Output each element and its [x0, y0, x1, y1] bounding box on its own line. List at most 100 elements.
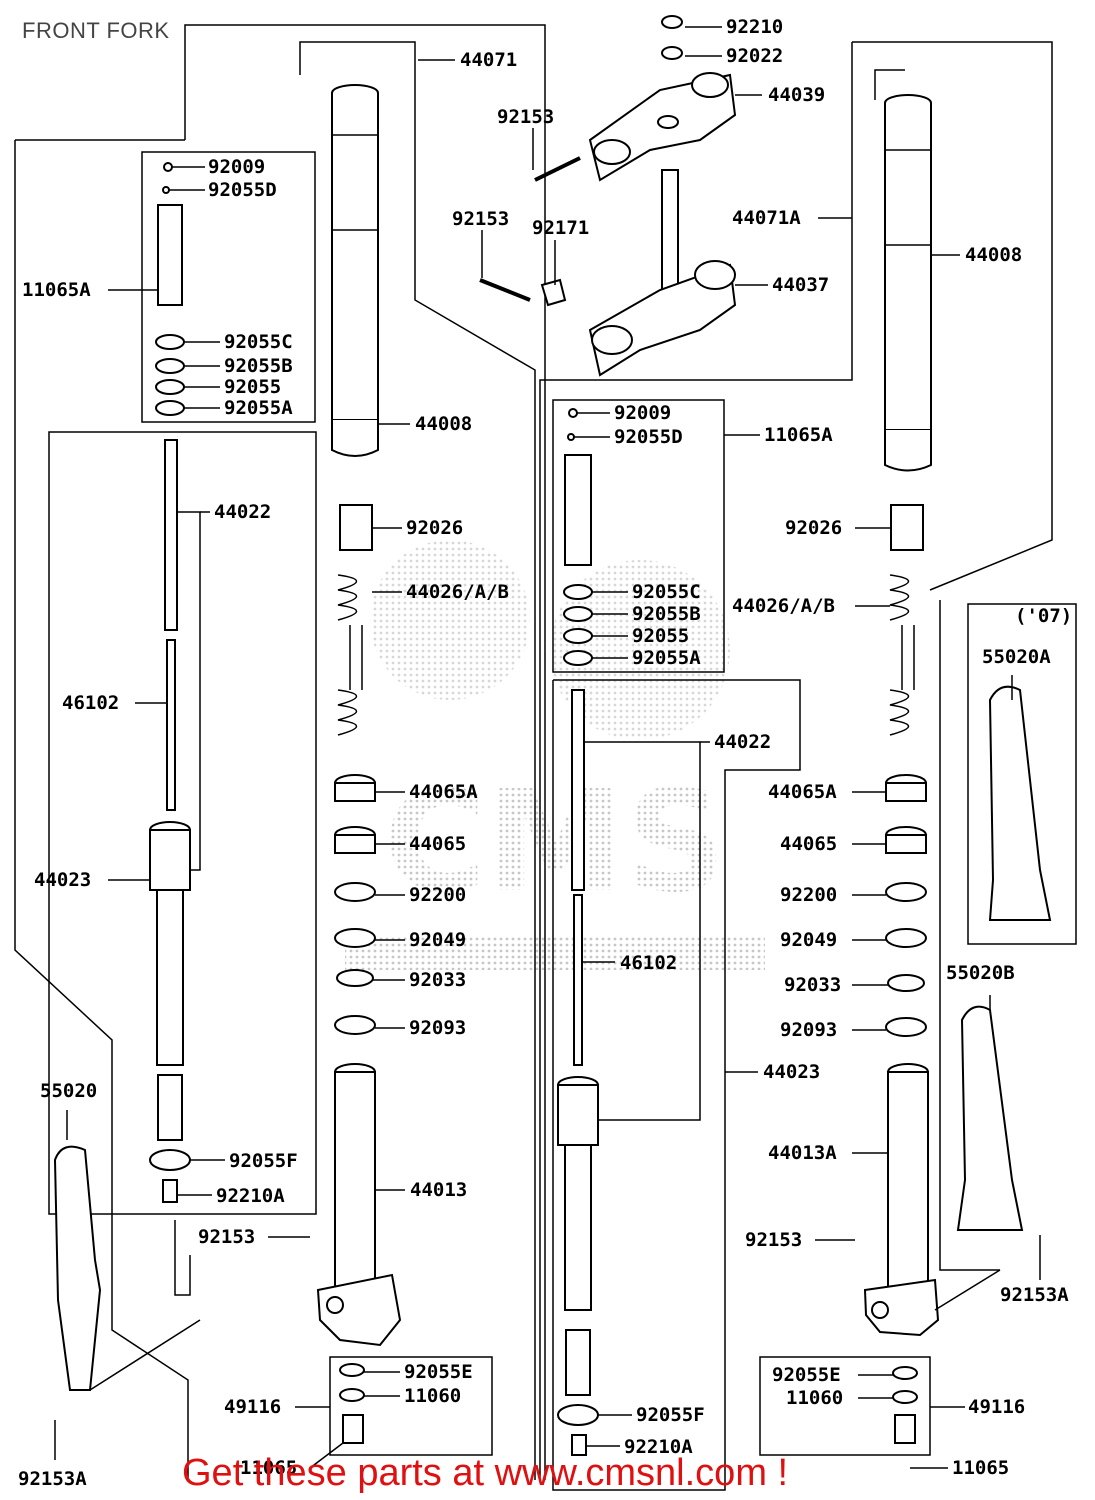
label-44022-middle: 44022	[714, 731, 771, 753]
outer-tube-left	[331, 84, 379, 457]
label-92171: 92171	[532, 217, 589, 239]
axle-holder-box-right	[759, 1356, 931, 1456]
label-92210-top: 92210	[726, 16, 783, 38]
label-92153-left: 92153	[198, 1226, 255, 1248]
label-55020B: 55020B	[946, 962, 1015, 984]
label-92049-center: 92049	[409, 929, 466, 951]
inner-tube-left	[316, 1063, 402, 1347]
label-92153A-right: 92153A	[1000, 1284, 1069, 1306]
label-44013A: 44013A	[768, 1142, 837, 1164]
label-92055D-left: 92055D	[208, 179, 277, 201]
damper-kit-box-middle	[552, 399, 725, 673]
label-92055B-middle: 92055B	[632, 603, 701, 625]
label-92153A-left: 92153A	[18, 1468, 87, 1490]
label-92055C-middle: 92055C	[632, 581, 701, 603]
label-49116-left: 49116	[224, 1396, 281, 1418]
label-92200-center: 92200	[409, 884, 466, 906]
label-92055-left: 92055	[224, 376, 281, 398]
label-44023-middle: 44023	[763, 1061, 820, 1083]
bolt-92153-top	[534, 156, 581, 182]
label-44008-left: 44008	[415, 413, 472, 435]
axle-holder-left	[339, 1363, 365, 1444]
part-labels: 92210 92022 44071 44039 92153 92153 9217…	[18, 16, 1072, 1490]
cartridge-middle	[557, 689, 599, 1456]
label-92055E-left: 92055E	[404, 1361, 473, 1383]
label-44065-right: 44065	[780, 833, 837, 855]
label-92093-right: 92093	[780, 1019, 837, 1041]
label-92009-middle: 92009	[614, 402, 671, 424]
label-92055C-left: 92055C	[224, 331, 293, 353]
label-92026-center: 92026	[406, 517, 463, 539]
label-92200-right: 92200	[780, 884, 837, 906]
label-44071A: 44071A	[732, 207, 801, 229]
svg-text:CMS: CMS	[384, 761, 727, 924]
label-46102-middle: 46102	[620, 952, 677, 974]
label-07-model-year: ('07)	[1015, 605, 1072, 627]
axle-holder-box-left	[329, 1356, 493, 1456]
label-46102-left: 46102	[62, 692, 119, 714]
label-92055-middle: 92055	[632, 625, 689, 647]
label-44026-center: 44026/A/B	[406, 581, 509, 603]
fork-guard-right	[956, 1005, 1024, 1231]
label-44037: 44037	[772, 274, 829, 296]
label-92055A-left: 92055A	[224, 397, 293, 419]
steering-stem	[479, 169, 737, 377]
left-column-parts	[334, 504, 376, 1035]
label-92055E-right: 92055E	[772, 1364, 841, 1386]
label-11060-right: 11060	[786, 1387, 843, 1409]
label-44065A-center: 44065A	[409, 781, 478, 803]
label-92153-top: 92153	[497, 106, 554, 128]
fork-guard-left	[53, 1145, 102, 1391]
label-92055A-middle: 92055A	[632, 647, 701, 669]
label-92026-right: 92026	[785, 517, 842, 539]
leader-lines	[54, 26, 1041, 1469]
label-44071: 44071	[460, 49, 517, 71]
label-44065A-right: 44065A	[768, 781, 837, 803]
label-11065-right: 11065	[952, 1457, 1009, 1479]
page-title: FRONT FORK	[22, 18, 170, 43]
damper-kit-middle	[563, 408, 593, 666]
damper-kit-box-left	[141, 151, 316, 423]
label-92022: 92022	[726, 45, 783, 67]
label-55020A: 55020A	[982, 646, 1051, 668]
cartridge-box-left	[48, 431, 317, 1215]
label-44065-center: 44065	[409, 833, 466, 855]
axle-holder-right	[892, 1366, 918, 1444]
frame-lines	[14, 24, 1053, 1480]
label-92055F-left: 92055F	[229, 1150, 298, 1172]
label-44026-right: 44026/A/B	[732, 595, 835, 617]
label-11065-left: 11065	[240, 1457, 297, 1479]
label-92153-right: 92153	[745, 1229, 802, 1251]
label-92093-center: 92093	[409, 1017, 466, 1039]
label-11060-left: 11060	[404, 1385, 461, 1407]
label-44022-left: 44022	[214, 501, 271, 523]
label-92055B-left: 92055B	[224, 355, 293, 377]
label-49116-right: 49116	[968, 1396, 1025, 1418]
label-44008-right: 44008	[965, 244, 1022, 266]
fork-guard-right-07	[988, 685, 1052, 921]
label-44039: 44039	[768, 84, 825, 106]
label-92033-right: 92033	[784, 974, 841, 996]
label-92009-left: 92009	[208, 156, 265, 178]
footer-promo-link[interactable]: Get these parts at www.cmsnl.com !	[182, 1452, 789, 1494]
guard-box-07	[967, 603, 1077, 945]
damper-kit-left	[155, 162, 185, 416]
label-11065A-middle: 11065A	[764, 424, 833, 446]
label-11065A-left: 11065A	[22, 279, 91, 301]
cms-watermark: CMS	[345, 540, 765, 970]
label-92210A-left: 92210A	[216, 1185, 285, 1207]
outer-tube-right	[884, 94, 932, 472]
right-column-parts	[885, 504, 927, 1037]
label-92033-center: 92033	[409, 969, 466, 991]
label-92153-mid: 92153	[452, 208, 509, 230]
label-92055D-middle: 92055D	[614, 426, 683, 448]
cartridge-left	[149, 439, 191, 1203]
inner-tube-right	[863, 1063, 940, 1337]
label-44013: 44013	[410, 1179, 467, 1201]
label-92210A-middle: 92210A	[624, 1436, 693, 1458]
top-clamp	[588, 15, 737, 182]
label-92049-right: 92049	[780, 929, 837, 951]
label-92055F-middle: 92055F	[636, 1404, 705, 1426]
label-55020: 55020	[40, 1080, 97, 1102]
